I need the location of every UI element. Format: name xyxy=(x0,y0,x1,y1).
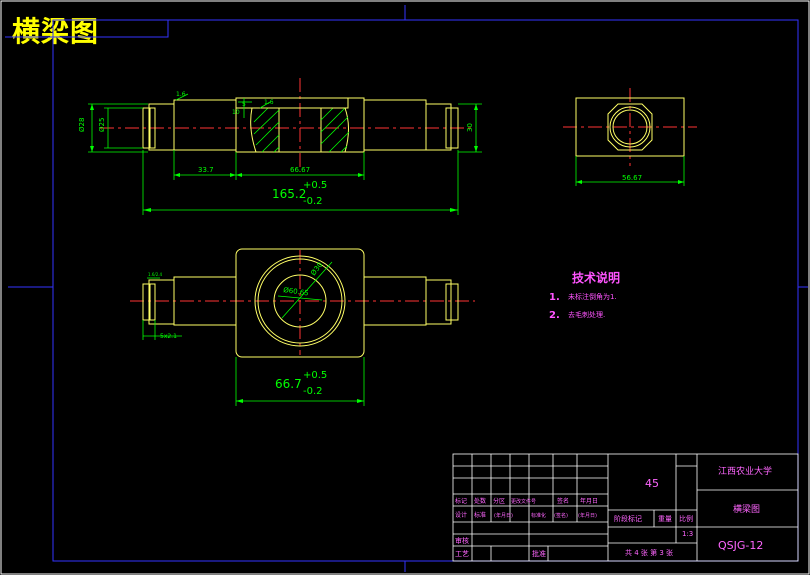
svg-text:分区: 分区 xyxy=(493,497,505,505)
front-dim-right-text: 30 xyxy=(466,123,474,132)
top-dim-small-label: 1.6/2.4 xyxy=(148,272,163,277)
section-hatching xyxy=(253,107,350,153)
front-dim-len1-text: 33.7 xyxy=(198,166,214,174)
tech-note-2-num: 2. xyxy=(549,310,560,321)
svg-text:标记: 标记 xyxy=(455,497,467,505)
front-dim-d2-text: Ø25 xyxy=(98,118,106,132)
top-dim-width-minus: -0.2 xyxy=(303,386,323,397)
title-block-grid xyxy=(452,453,799,562)
top-left-shaft xyxy=(148,279,175,325)
svg-text:(年月日): (年月日) xyxy=(578,512,597,519)
top-dim-width-base: 66.7 xyxy=(275,377,302,391)
tech-note-1-text: 未标注倒角为1. xyxy=(568,292,617,301)
top-view xyxy=(130,248,475,358)
title-block-label-review: 审核 xyxy=(455,536,469,545)
top-right-shaft-end xyxy=(445,283,459,321)
title-block-header-row1: 标记 处数 分区 更改文件号 签名 年月日 xyxy=(455,497,598,505)
front-right-shaft xyxy=(425,103,452,151)
front-left-shaft xyxy=(148,103,175,151)
top-circle-outer xyxy=(254,255,346,347)
title-block-material: 45 xyxy=(645,477,659,490)
side-body-outline xyxy=(575,97,685,157)
top-circle-inner xyxy=(273,274,327,328)
title-block-drawing-no: QSJG-12 xyxy=(718,539,763,552)
title-block-label-approve: 批准 xyxy=(532,549,546,558)
svg-text:标准化: 标准化 xyxy=(531,512,546,519)
front-section-left xyxy=(250,107,280,153)
top-dim-circle2: Ø60.65 xyxy=(283,286,309,297)
svg-text:年月日: 年月日 xyxy=(580,497,598,505)
svg-text:(年月日): (年月日) xyxy=(494,512,513,519)
svg-text:(签名): (签名) xyxy=(554,512,568,519)
front-section-right xyxy=(320,107,349,153)
front-dim-len2-text: 66.67 xyxy=(290,166,310,174)
top-circle-outer2 xyxy=(257,258,343,344)
front-dim-total-base: 165.2 xyxy=(272,187,306,201)
front-roughness-1: 1.6 xyxy=(176,91,186,98)
tech-notes-heading: 技术说明 xyxy=(572,270,620,285)
title-block-sheet-info: 共 4 张 第 3 张 xyxy=(625,548,673,557)
front-view xyxy=(100,78,475,172)
front-dim-arrows xyxy=(90,104,478,212)
side-view-dimensions xyxy=(575,156,685,186)
top-dim-chamfer: 5x2.1 xyxy=(160,333,177,340)
tech-note-2-text: 去毛刺处理. xyxy=(568,310,605,319)
front-left-collar xyxy=(173,99,237,151)
front-dim-total-minus: -0.2 xyxy=(303,196,323,207)
top-dim-width-plus: +0.5 xyxy=(303,370,327,381)
inner-drawing-frame xyxy=(52,19,799,562)
top-right-shaft xyxy=(425,279,452,325)
title-block-label-process: 工艺 xyxy=(455,550,469,558)
top-view-dimensions xyxy=(142,277,365,406)
top-dim-circle1: Ø30 xyxy=(309,261,324,277)
side-circle-outer xyxy=(609,106,651,148)
title-block-label-ratio: 比例 xyxy=(679,514,693,523)
title-zone-bracket xyxy=(5,20,169,38)
side-view xyxy=(563,88,697,166)
front-roughness-2: 1.6 xyxy=(264,99,274,106)
side-circle-inner xyxy=(612,109,648,145)
title-block-header-row2: 设计 标准 (年月日) 标准化 (签名) (年月日) xyxy=(455,511,597,519)
title-block-university: 江西农业大学 xyxy=(718,465,772,477)
tech-note-1-num: 1. xyxy=(549,292,560,303)
title-block-scale: 1:3 xyxy=(682,530,693,538)
technical-notes: 技术说明 1. 未标注倒角为1. 2. 去毛刺处理. xyxy=(549,270,620,321)
front-right-collar xyxy=(363,99,427,151)
title-block-part-name: 横梁图 xyxy=(733,503,760,515)
svg-text:签名: 签名 xyxy=(557,497,569,505)
side-dim-width-text: 56.67 xyxy=(622,174,642,182)
front-right-shaft-end xyxy=(445,107,459,149)
front-dim-small1: 5 xyxy=(242,101,246,108)
svg-text:处数: 处数 xyxy=(474,497,486,505)
title-block-label-weight: 重量 xyxy=(658,515,672,523)
front-view-dimensions xyxy=(88,93,482,215)
front-dim-total-plus: +0.5 xyxy=(303,180,327,191)
front-top-groove xyxy=(235,97,349,109)
side-hex-outer xyxy=(607,103,653,151)
svg-text:设计: 设计 xyxy=(455,511,467,519)
front-dim-small2: 10 xyxy=(232,109,240,116)
svg-text:标准: 标准 xyxy=(474,511,486,519)
front-dim-d1-text: Ø28 xyxy=(78,118,86,132)
svg-text:更改文件号: 更改文件号 xyxy=(511,498,536,505)
title-block-label-stage: 阶段标记 xyxy=(614,514,642,523)
